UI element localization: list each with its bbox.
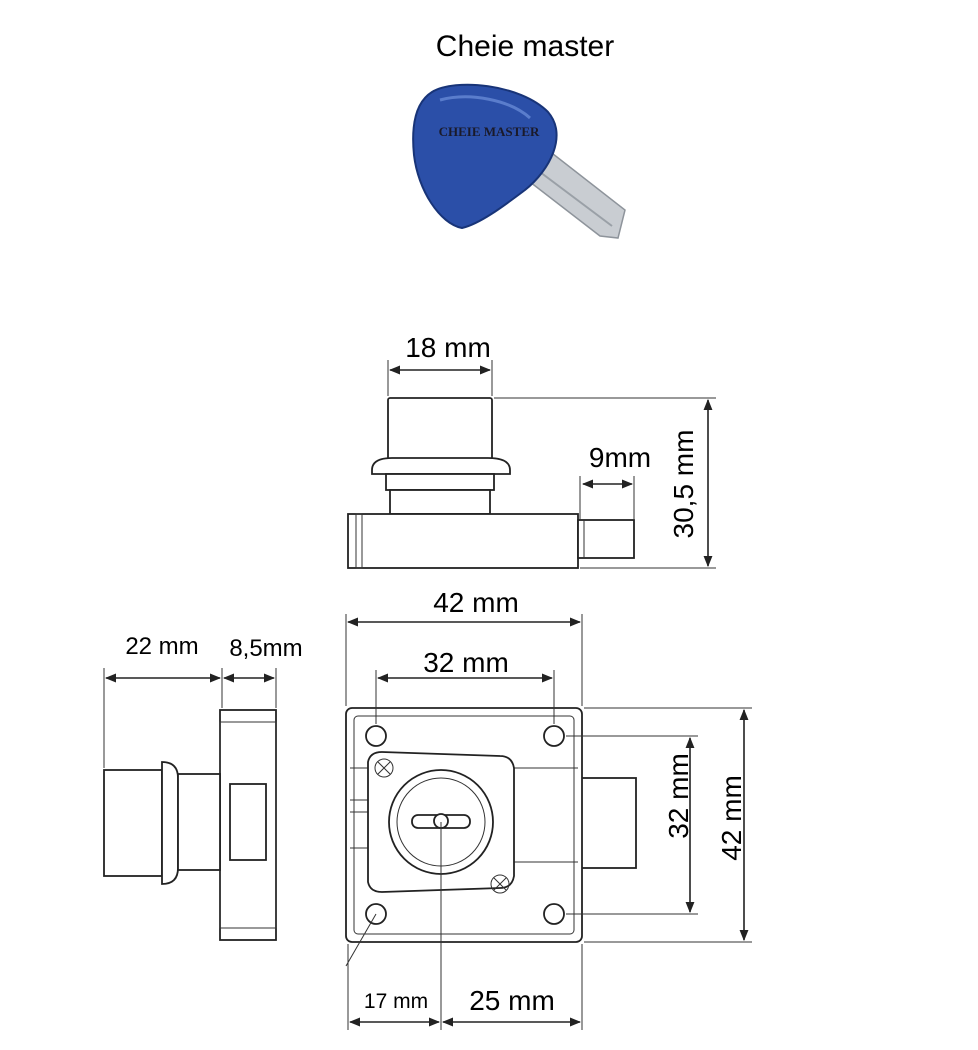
master-key-image: CHEIE MASTER bbox=[412, 83, 626, 239]
top-view bbox=[347, 397, 635, 569]
dim-top-width: 18 mm bbox=[405, 332, 491, 363]
key-head bbox=[412, 83, 558, 230]
dim-bottom-left: 17 mm bbox=[364, 990, 428, 1013]
mount-hole bbox=[365, 725, 387, 747]
dim-hole-spacing-v: 32 mm bbox=[663, 753, 694, 839]
front-view bbox=[345, 707, 637, 943]
top-view-body bbox=[347, 513, 579, 569]
dim-bolt-width: 9mm bbox=[589, 442, 651, 473]
side-view-cylinder bbox=[103, 769, 163, 877]
top-view-collar bbox=[371, 457, 511, 475]
top-view-cylinder bbox=[387, 397, 493, 461]
dim-hole-spacing-h: 32 mm bbox=[423, 647, 509, 678]
top-view-bolt bbox=[577, 519, 635, 559]
page-title: Cheie master bbox=[436, 30, 614, 63]
key-label: CHEIE MASTER bbox=[439, 124, 540, 139]
mount-hole bbox=[543, 725, 565, 747]
dim-front-height: 42 mm bbox=[716, 775, 747, 861]
dim-side-depth: 22 mm bbox=[125, 633, 198, 660]
side-view bbox=[103, 709, 277, 941]
mount-hole bbox=[543, 903, 565, 925]
front-view-body bbox=[579, 777, 637, 869]
dim-top-height: 30,5 mm bbox=[668, 430, 699, 539]
dim-front-width: 42 mm bbox=[433, 587, 519, 618]
dim-bottom-right: 25 mm bbox=[469, 985, 555, 1016]
dim-side-thickness: 8,5mm bbox=[229, 635, 302, 662]
